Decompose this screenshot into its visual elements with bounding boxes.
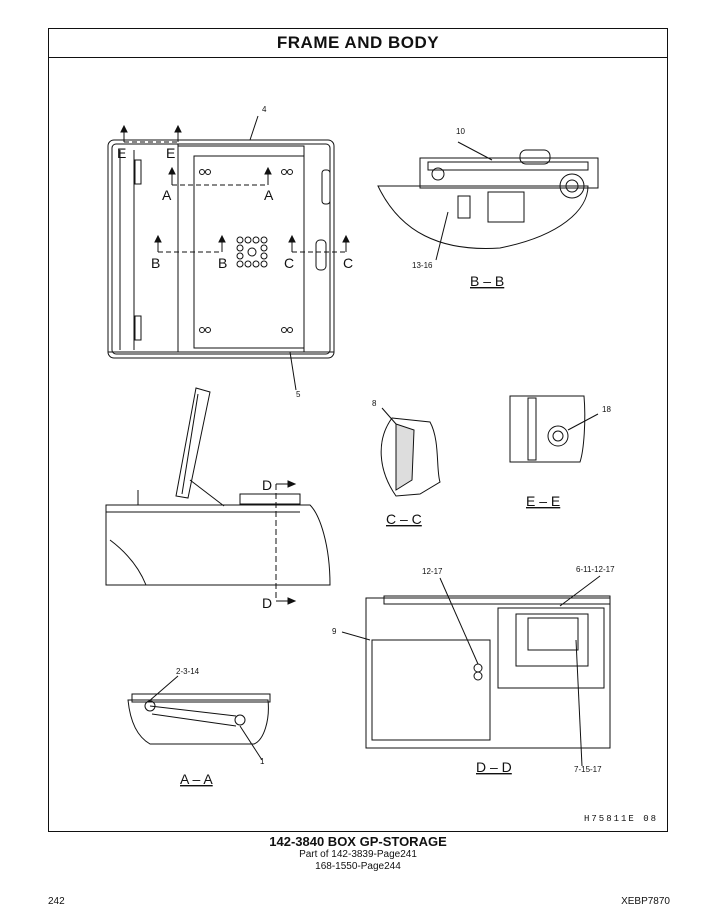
callout-10: 10 bbox=[456, 127, 465, 136]
top-view-drawing bbox=[107, 115, 350, 391]
section-letter-b-left: B bbox=[151, 255, 160, 271]
footer-ref-1: Part of 142-3839-Page241 bbox=[299, 849, 417, 860]
drawing-frame: FRAME AND BODY bbox=[48, 28, 668, 832]
callout-6-11-12-17: 6-11-12-17 bbox=[576, 565, 615, 574]
callout-7-15-17: 7-15-17 bbox=[574, 765, 602, 774]
callout-9: 9 bbox=[332, 627, 337, 636]
page-number: 242 bbox=[48, 896, 65, 907]
document-code: XEBP7870 bbox=[621, 896, 670, 907]
section-ee-drawing bbox=[509, 395, 599, 463]
callout-8: 8 bbox=[372, 399, 377, 408]
callout-5: 5 bbox=[296, 390, 301, 399]
section-cc-drawing bbox=[380, 407, 441, 497]
footer-ref-2: 168-1550-Page244 bbox=[315, 861, 401, 872]
callout-12-17: 12-17 bbox=[422, 567, 443, 576]
callout-18: 18 bbox=[602, 405, 611, 414]
section-letter-c-left: C bbox=[284, 255, 294, 271]
section-bb-drawing bbox=[377, 141, 599, 261]
view-label-ee: E – E bbox=[526, 493, 560, 509]
view-label-aa: A – A bbox=[180, 771, 213, 787]
view-label-dd: D – D bbox=[476, 759, 512, 775]
section-letter-a-left: A bbox=[162, 187, 172, 203]
section-letter-e-right: E bbox=[166, 145, 175, 161]
section-dd-drawing bbox=[341, 575, 611, 767]
page-title: FRAME AND BODY bbox=[49, 29, 667, 58]
section-letter-a-right: A bbox=[264, 187, 274, 203]
drawing-code: H75811E 08 bbox=[584, 814, 659, 824]
callout-4: 4 bbox=[262, 105, 267, 114]
section-letter-c-right: C bbox=[343, 255, 353, 271]
section-letter-b-right: B bbox=[218, 255, 227, 271]
section-letter-d-top: D bbox=[262, 477, 272, 493]
view-label-cc: C – C bbox=[386, 511, 422, 527]
callout-2-3-14: 2-3-14 bbox=[176, 667, 200, 676]
view-label-bb: B – B bbox=[470, 273, 504, 289]
callout-1: 1 bbox=[260, 757, 265, 766]
footer-part-title: 142-3840 BOX GP-STORAGE bbox=[269, 834, 447, 849]
section-letter-d-bottom: D bbox=[262, 595, 272, 611]
section-letter-e-left: E bbox=[117, 145, 126, 161]
section-aa-drawing bbox=[127, 675, 271, 761]
callout-13-16: 13-16 bbox=[412, 261, 433, 270]
side-view-drawing bbox=[105, 387, 331, 605]
